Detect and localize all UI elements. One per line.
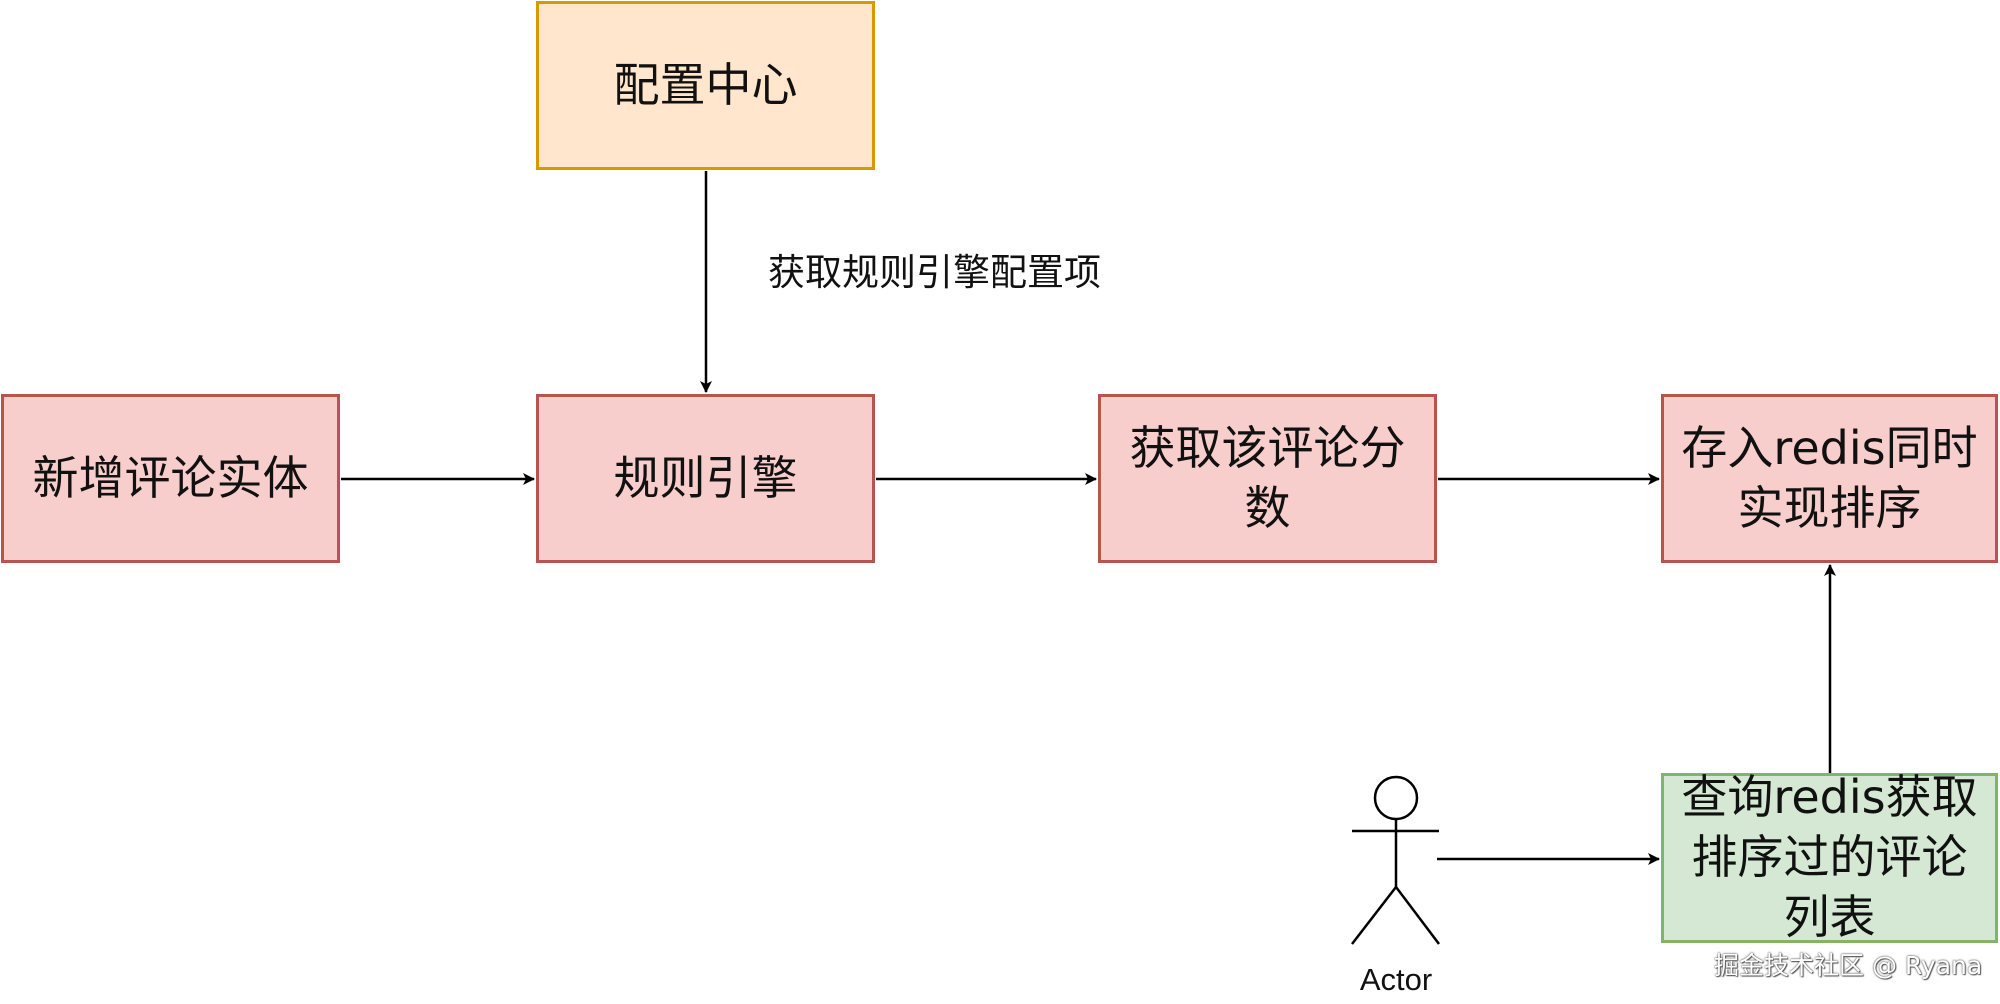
rule-engine-label: 规则引擎 (613, 450, 798, 505)
rule-engine-node: 规则引擎 (536, 394, 875, 563)
actor-head (1373, 775, 1419, 821)
actor-left-leg (1351, 886, 1397, 945)
watermark: 掘金技术社区 @ Ryana (1714, 951, 1983, 980)
config-center-node: 配置中心 (536, 1, 875, 170)
get-score-node: 获取该评论分数 (1098, 394, 1437, 563)
new-comment-node: 新增评论实体 (1, 394, 340, 563)
actor-figure (1351, 775, 1440, 945)
get-score-label: 获取该评论分数 (1129, 420, 1406, 535)
config-center-label: 配置中心 (613, 57, 798, 112)
query-redis-label: 查询redis获取排序过的评论列表 (1681, 770, 1978, 944)
store-redis-label: 存入redis同时实现排序 (1681, 420, 1978, 535)
query-redis-node: 查询redis获取排序过的评论列表 (1661, 770, 1998, 944)
actor-right-leg (1395, 886, 1440, 945)
config-to-rule-edge-label: 获取规则引擎配置项 (768, 251, 1101, 294)
actor-label: Actor (1359, 962, 1433, 997)
new-comment-label: 新增评论实体 (32, 450, 309, 505)
store-redis-node: 存入redis同时实现排序 (1661, 394, 1998, 563)
